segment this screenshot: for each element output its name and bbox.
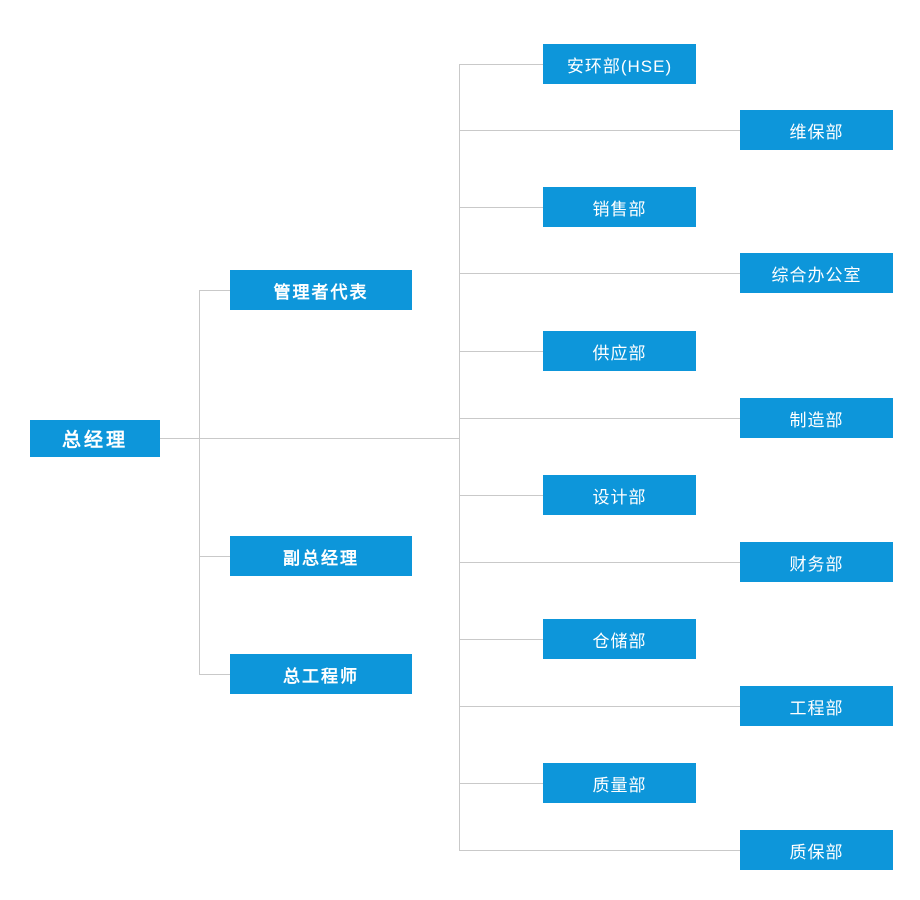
connector-main-trunk [459, 64, 460, 850]
connector-branch-dept-4 [459, 273, 741, 274]
connector-branch-dept-3 [459, 207, 544, 208]
connector-branch-management-rep [199, 290, 231, 291]
connector-root-stem [160, 438, 200, 439]
node-dept-engineering[interactable]: 工程部 [740, 686, 893, 726]
node-dept-general-office[interactable]: 综合办公室 [740, 253, 893, 293]
node-dept-maintenance[interactable]: 维保部 [740, 110, 893, 150]
node-chief-engineer[interactable]: 总工程师 [230, 654, 412, 694]
connector-branch-dept-11 [459, 783, 544, 784]
connector-branch-deputy-gm [199, 556, 231, 557]
connector-branch-dept-12 [459, 850, 741, 851]
node-dept-design[interactable]: 设计部 [543, 475, 696, 515]
connector-branch-dept-5 [459, 351, 544, 352]
node-dept-manufacturing[interactable]: 制造部 [740, 398, 893, 438]
connector-branch-dept-2 [459, 130, 741, 131]
node-management-representative[interactable]: 管理者代表 [230, 270, 412, 310]
connector-left-trunk [199, 290, 200, 675]
node-dept-supply[interactable]: 供应部 [543, 331, 696, 371]
node-dept-finance[interactable]: 财务部 [740, 542, 893, 582]
connector-branch-chief-engineer [199, 674, 231, 675]
node-deputy-general-manager[interactable]: 副总经理 [230, 536, 412, 576]
connector-branch-dept-6 [459, 418, 741, 419]
connector-branch-dept-8 [459, 562, 741, 563]
node-dept-quality-assurance[interactable]: 质保部 [740, 830, 893, 870]
connector-root-to-main-trunk [199, 438, 460, 439]
node-dept-quality[interactable]: 质量部 [543, 763, 696, 803]
connector-branch-dept-1 [459, 64, 544, 65]
node-general-manager[interactable]: 总经理 [30, 420, 160, 457]
node-dept-hse[interactable]: 安环部(HSE) [543, 44, 696, 84]
node-dept-warehouse[interactable]: 仓储部 [543, 619, 696, 659]
connector-branch-dept-10 [459, 706, 741, 707]
connector-branch-dept-7 [459, 495, 544, 496]
connector-branch-dept-9 [459, 639, 544, 640]
node-dept-sales[interactable]: 销售部 [543, 187, 696, 227]
